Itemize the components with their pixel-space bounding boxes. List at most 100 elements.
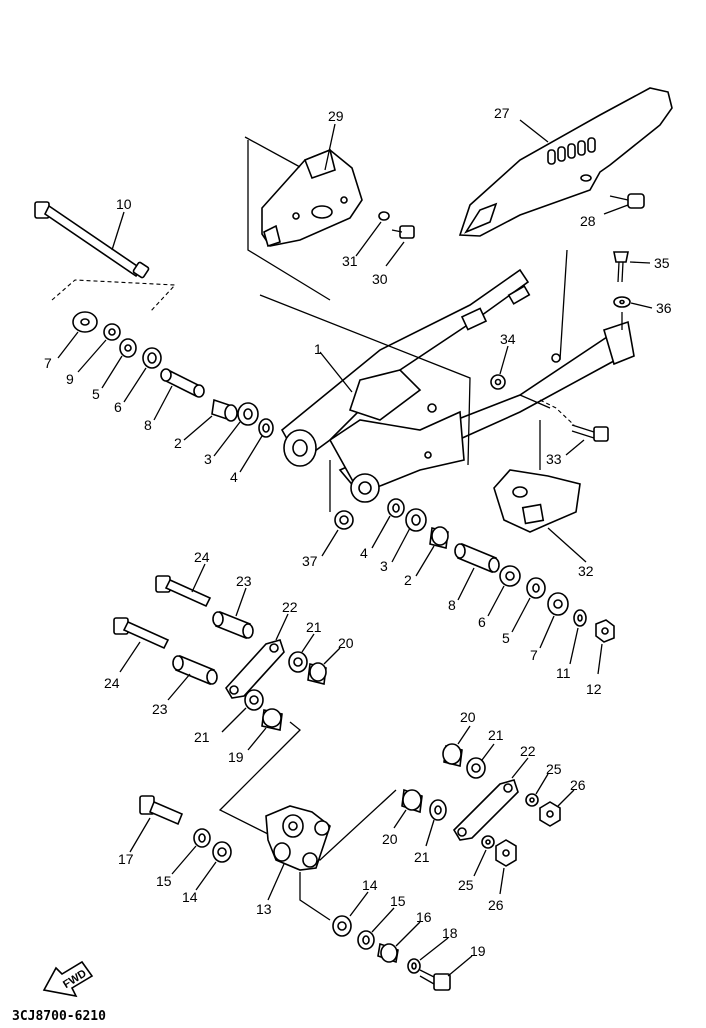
leader-5a (101, 355, 123, 389)
line-27-ref (559, 249, 568, 361)
part-33-bolt (571, 424, 609, 442)
callout-15-bottom: 15 (390, 893, 406, 909)
callout-6-right: 6 (478, 614, 486, 630)
part-11-washer (573, 609, 587, 627)
part-32-chain-slider (493, 469, 581, 533)
leader-25a (535, 773, 549, 795)
leader-21d (425, 819, 435, 847)
leader-37 (321, 529, 339, 557)
part-19-bushing (261, 708, 283, 731)
outline-1 (259, 294, 471, 466)
callout-8-right: 8 (448, 597, 456, 613)
leader-1 (319, 351, 353, 393)
part-14-bushing-left (212, 841, 232, 863)
callout-3-right: 3 (380, 558, 388, 574)
leader-33 (565, 439, 585, 456)
callout-20-upper: 20 (338, 635, 354, 651)
part-37-cap (334, 510, 354, 530)
leader-5b (511, 597, 531, 633)
leader-21a (301, 633, 315, 653)
leader-23b (167, 673, 191, 701)
leader-28 (603, 204, 629, 215)
callout-19-upper: 19 (228, 749, 244, 765)
part-22-link-upper (225, 639, 285, 699)
leader-23a (235, 587, 247, 617)
part-18-washer (407, 958, 421, 974)
dashline-10 (51, 279, 177, 313)
part-19-bolt (419, 969, 451, 991)
callout-18: 18 (442, 925, 458, 941)
callout-9: 9 (66, 371, 74, 387)
leader-12 (597, 643, 603, 675)
callout-11: 11 (556, 665, 571, 681)
part-21-washer-lower (244, 689, 264, 711)
fwd-arrow-icon (42, 960, 94, 998)
callout-20-center: 20 (382, 831, 398, 847)
part-5-washer-left (119, 338, 137, 358)
callout-7-left: 7 (44, 355, 52, 371)
part-13-relay-arm (265, 805, 331, 871)
part-16-collar (377, 942, 399, 964)
leader-13 (267, 863, 285, 901)
part-7-nut-right (547, 592, 569, 616)
part-23-collar-upper (212, 610, 254, 640)
callout-5-left: 5 (92, 386, 100, 402)
leader-18 (419, 937, 449, 961)
outline-19 (218, 721, 301, 841)
callout-14-bottom: 14 (362, 877, 378, 893)
callout-25-upper: 25 (546, 761, 562, 777)
part-25-washer-upper (525, 793, 539, 807)
part-5-washer-right (526, 577, 546, 599)
part-24-bolt-lower (113, 617, 170, 650)
leader-25b (473, 849, 487, 877)
callout-31: 31 (342, 253, 358, 269)
part-4-seal-right (387, 498, 405, 518)
leader-14b (349, 891, 369, 917)
callout-16: 16 (416, 909, 432, 925)
leader-21c (481, 743, 495, 761)
part-31-washer (378, 211, 390, 221)
leader-26b (499, 867, 505, 895)
leader-24b (119, 641, 141, 673)
part-20-bushing-center (401, 788, 423, 814)
callout-33: 33 (546, 451, 562, 467)
callout-17: 17 (118, 851, 134, 867)
callout-37: 37 (302, 553, 318, 569)
callout-8-left: 8 (144, 417, 152, 433)
part-27-chain-guard (458, 87, 673, 237)
part-14-bushing-bottom (332, 915, 352, 937)
callout-5-right: 5 (502, 630, 510, 646)
part-1-swingarm (280, 268, 635, 503)
leader-10 (111, 211, 125, 251)
part-4-seal-left (258, 418, 274, 438)
callout-23-lower: 23 (152, 701, 168, 717)
part-20-bushing-upper (307, 662, 327, 685)
part-17-bolt (139, 795, 184, 826)
part-28-bolt (609, 193, 645, 209)
leader-6b (487, 585, 505, 617)
callout-21-upper: 21 (306, 619, 322, 635)
callout-24-upper: 24 (194, 549, 210, 565)
part-3-bearing-left (237, 402, 259, 426)
part-25-washer-lower (481, 835, 495, 849)
leader-19b (447, 955, 473, 977)
part-7-nut-left (72, 311, 98, 333)
leader-16 (395, 921, 421, 947)
part-2-bearing-left (211, 398, 238, 422)
part-21-washer-center (429, 799, 447, 821)
callout-36: 36 (656, 300, 672, 316)
leader-20a (323, 647, 341, 665)
callout-12: 12 (586, 681, 602, 697)
leader-35 (629, 261, 651, 264)
callout-25-lower: 25 (458, 877, 474, 893)
leader-19a (247, 727, 267, 751)
leader-26a (557, 789, 575, 807)
dashline-33 (539, 399, 575, 426)
callout-19-bottom: 19 (470, 943, 486, 959)
part-36-washer (613, 296, 631, 308)
leader-36 (630, 302, 653, 309)
callout-26-upper: 26 (570, 777, 586, 793)
part-15-washer-left (193, 828, 211, 848)
outline-13 (299, 872, 331, 921)
callout-30: 30 (372, 271, 388, 287)
